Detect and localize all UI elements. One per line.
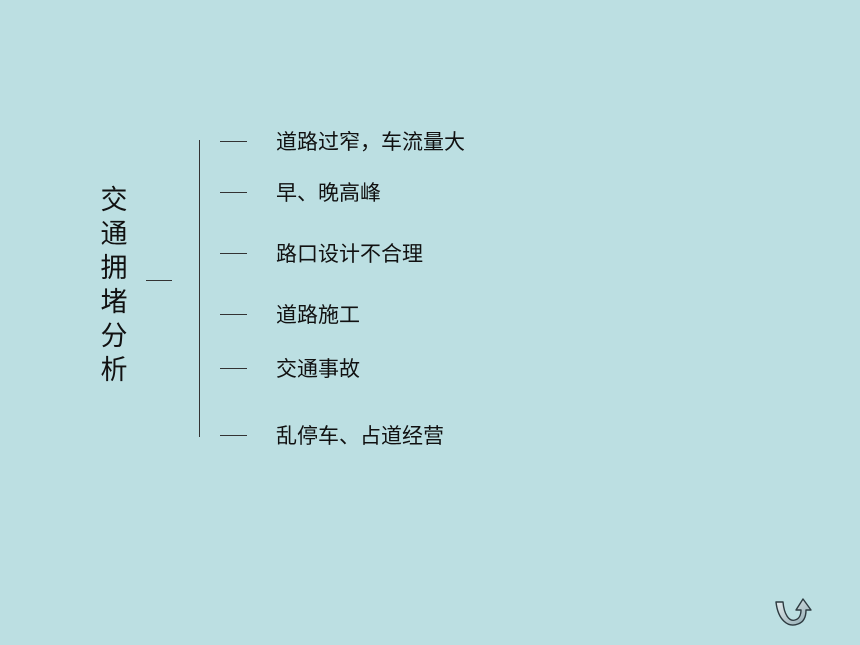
branch-label: 路口设计不合理 xyxy=(276,242,423,266)
branch-label: 交通事故 xyxy=(276,357,360,381)
diagram-root-title: 交 通 拥 堵 分 析 xyxy=(96,184,132,388)
branch-dash xyxy=(220,140,247,142)
branch-dash xyxy=(220,313,247,315)
root-title-char: 通 xyxy=(100,219,128,250)
branch-item: 路口设计不合理 xyxy=(220,239,423,267)
root-title-char: 析 xyxy=(100,355,128,386)
branch-dash xyxy=(220,434,247,436)
branch-item: 早、晚高峰 xyxy=(220,178,381,206)
branch-label: 道路施工 xyxy=(276,303,360,327)
root-title-char: 分 xyxy=(100,321,128,352)
branch-item: 道路施工 xyxy=(220,300,360,328)
root-title-char: 堵 xyxy=(100,287,128,318)
branch-label: 早、晚高峰 xyxy=(276,181,381,205)
root-connector-dash xyxy=(146,280,172,281)
bracket-vertical-line xyxy=(199,140,200,437)
branch-dash xyxy=(220,252,247,254)
branch-label: 乱停车、占道经营 xyxy=(276,424,444,448)
branch-item: 交通事故 xyxy=(220,354,360,382)
root-title-char: 拥 xyxy=(100,253,128,284)
branch-item: 道路过窄，车流量大 xyxy=(220,127,465,155)
branch-dash xyxy=(220,191,247,193)
branch-item: 乱停车、占道经营 xyxy=(220,421,444,449)
return-arrow-icon[interactable] xyxy=(772,596,816,630)
branch-label: 道路过窄，车流量大 xyxy=(276,130,465,154)
root-title-char: 交 xyxy=(100,185,128,216)
branch-dash xyxy=(220,367,247,369)
